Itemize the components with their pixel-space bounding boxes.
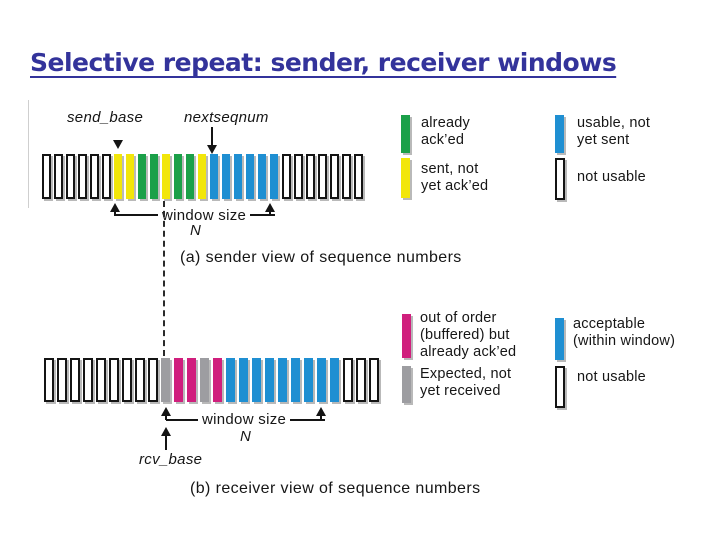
seq-slot-usable [246,154,254,199]
sender-view-caption: (a) sender view of sequence numbers [180,249,462,266]
receiver-bracket-left-arrow [161,407,171,416]
seq-slot-expected [161,358,170,402]
seq-slot-nu [342,154,351,199]
seq-slot-nu [44,358,54,402]
legend-label-not-usable-sender: not usable [577,169,646,185]
sender-window-n-label: N [190,222,202,239]
seq-slot-acked [186,154,194,199]
nextseqnum-arrow-head [207,145,217,154]
rcv-base-arrow-head [161,427,171,436]
seq-slot-acc [278,358,287,402]
send-base-arrow [113,140,123,149]
seq-slot-ooo [174,358,183,402]
legend-chip-not-usable-sender [555,158,565,200]
send-base-label: send_base [67,109,144,126]
seq-slot-acc [252,358,261,402]
seq-slot-nu [78,154,87,199]
legend-chip-already-acked [401,115,410,153]
seq-slot-usable [222,154,230,199]
legend-label-already-acked: already ack’ed [421,115,470,148]
seq-slot-acc [330,358,339,402]
sender-window-size-label: window size [158,207,251,224]
receiver-bracket-right-arrow [316,407,326,416]
seq-slot-acked [174,154,182,199]
seq-slot-acc [265,358,274,402]
nextseqnum-label: nextseqnum [184,109,269,126]
figure-left-edge [28,100,29,208]
seq-slot-ooo [213,358,222,402]
seq-slot-nu [294,154,303,199]
receiver-window-size-label: window size [198,411,291,428]
receiver-sequence-row [44,358,382,402]
seq-slot-nu [356,358,366,402]
receiver-bracket-left-stem [165,413,167,420]
seq-slot-usable [234,154,242,199]
sender-bracket-left-arrow [110,203,120,212]
sender-sequence-row [42,154,366,199]
seq-slot-usable [270,154,278,199]
seq-slot-acc [317,358,326,402]
seq-slot-expected [200,358,209,402]
seq-slot-acc [239,358,248,402]
seq-slot-nu [54,154,63,199]
seq-slot-sent [198,154,206,199]
seq-slot-acc [291,358,300,402]
seq-slot-sent [126,154,134,199]
legend-chip-usable-not-sent [555,115,564,153]
nextseqnum-arrow-stem [211,127,213,147]
legend-label-out-of-order: out of order (buffered) but already ack’… [420,310,517,360]
rcv-base-alignment-dashed-line [163,201,165,356]
seq-slot-nu [57,358,67,402]
legend-label-expected: Expected, not yet received [420,366,512,399]
seq-slot-acc [226,358,235,402]
receiver-view-caption: (b) receiver view of sequence numbers [190,480,481,497]
legend-label-not-usable-receiver: not usable [577,369,646,385]
seq-slot-nu [122,358,132,402]
sender-bracket-right-arrow [265,203,275,212]
legend-label-acceptable: acceptable (within window) [573,316,676,349]
receiver-window-n-label: N [240,428,252,445]
seq-slot-sent [162,154,170,199]
legend-chip-sent-not-acked [401,158,410,198]
legend-chip-expected [402,366,411,403]
legend-chip-out-of-order [402,314,411,358]
seq-slot-nu [369,358,379,402]
seq-slot-nu [90,154,99,199]
seq-slot-nu [135,358,145,402]
seq-slot-nu [330,154,339,199]
seq-slot-nu [42,154,51,199]
seq-slot-sent [114,154,122,199]
seq-slot-nu [102,154,111,199]
seq-slot-acked [150,154,158,199]
seq-slot-nu [96,358,106,402]
seq-slot-nu [282,154,291,199]
sender-bracket-right-stem [269,209,271,216]
seq-slot-nu [66,154,75,199]
seq-slot-acc [304,358,313,402]
seq-slot-nu [109,358,119,402]
seq-slot-acked [138,154,146,199]
seq-slot-nu [70,358,80,402]
rcv-base-arrow-stem [165,434,167,450]
seq-slot-nu [148,358,158,402]
seq-slot-nu [306,154,315,199]
seq-slot-ooo [187,358,196,402]
sender-bracket-left-stem [114,209,116,216]
legend-chip-not-usable-receiver [555,366,565,408]
seq-slot-nu [83,358,93,402]
rcv-base-label: rcv_base [139,451,203,468]
legend-label-usable-not-sent: usable, not yet sent [577,115,651,148]
legend-chip-acceptable [555,318,564,360]
seq-slot-nu [318,154,327,199]
receiver-bracket-right-stem [320,413,322,420]
legend-label-sent-not-acked: sent, not yet ack’ed [421,161,489,194]
slide-title: Selective repeat: sender, receiver windo… [30,48,617,77]
seq-slot-nu [354,154,363,199]
seq-slot-usable [210,154,218,199]
seq-slot-usable [258,154,266,199]
seq-slot-nu [343,358,353,402]
